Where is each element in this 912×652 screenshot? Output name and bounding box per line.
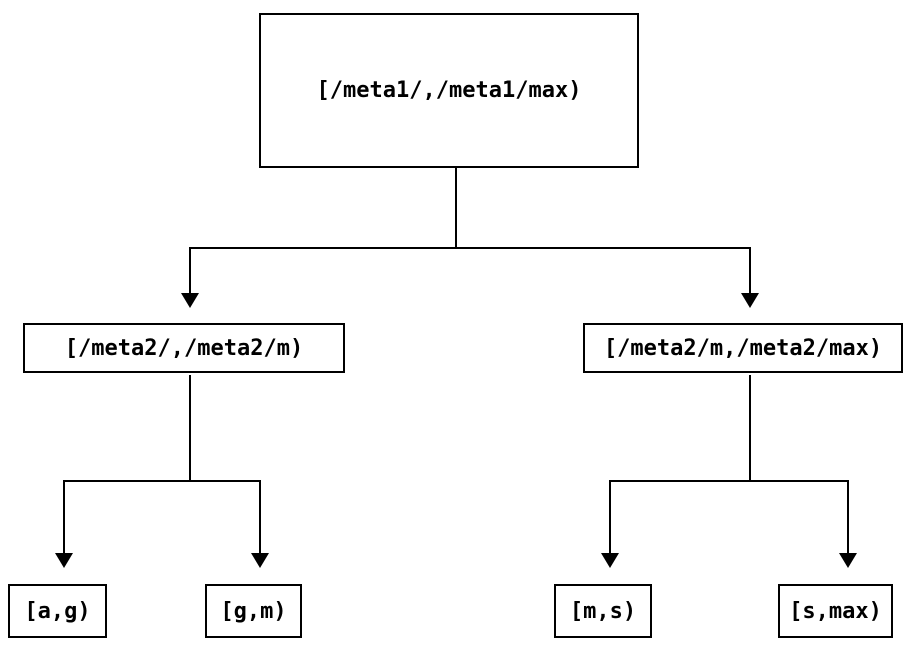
node-meta2-low-label: [/meta2/,/meta2/m)	[64, 335, 304, 361]
node-meta2-high-range: [/meta2/m,/meta2/max)	[583, 323, 903, 373]
edge-meta2-low-to-leaf-gm-line	[259, 480, 261, 553]
edge-root-to-meta2-high-line	[749, 247, 751, 293]
node-leaf-smax: [s,max)	[778, 584, 893, 638]
edge-meta2-low-crossbar-line	[63, 480, 261, 482]
edge-root-to-meta2-low-line	[189, 247, 191, 293]
edge-meta2-high-crossbar-line	[609, 480, 849, 482]
edge-root-crossbar-line	[189, 247, 751, 249]
node-meta2-high-label: [/meta2/m,/meta2/max)	[603, 335, 883, 361]
arrowhead-down-leaf-smax-icon	[839, 553, 857, 568]
node-meta2-low-range: [/meta2/,/meta2/m)	[23, 323, 345, 373]
arrowhead-down-leaf-ms-icon	[601, 553, 619, 568]
edge-meta2-low-to-leaf-ag-line	[63, 480, 65, 553]
edge-meta2-high-to-leaf-smax-line	[847, 480, 849, 553]
node-leaf-ag-label: [a,g)	[24, 598, 91, 624]
edge-root-stem-line	[455, 168, 457, 249]
arrowhead-down-meta2-high-icon	[741, 293, 759, 308]
arrowhead-down-meta2-low-icon	[181, 293, 199, 308]
edge-meta2-high-stem-line	[749, 375, 751, 482]
edge-meta2-low-stem-line	[189, 375, 191, 482]
node-leaf-gm: [g,m)	[205, 584, 302, 638]
node-leaf-gm-label: [g,m)	[220, 598, 287, 624]
node-leaf-ms-label: [m,s)	[569, 598, 637, 624]
arrowhead-down-leaf-ag-icon	[55, 553, 73, 568]
node-leaf-ms: [m,s)	[554, 584, 652, 638]
node-leaf-smax-label: [s,max)	[789, 598, 882, 624]
node-root-label: [/meta1/,/meta1/max)	[316, 78, 582, 103]
node-root-meta1-range: [/meta1/,/meta1/max)	[259, 13, 639, 168]
node-leaf-ag: [a,g)	[8, 584, 107, 638]
edge-meta2-high-to-leaf-ms-line	[609, 480, 611, 553]
arrowhead-down-leaf-gm-icon	[251, 553, 269, 568]
